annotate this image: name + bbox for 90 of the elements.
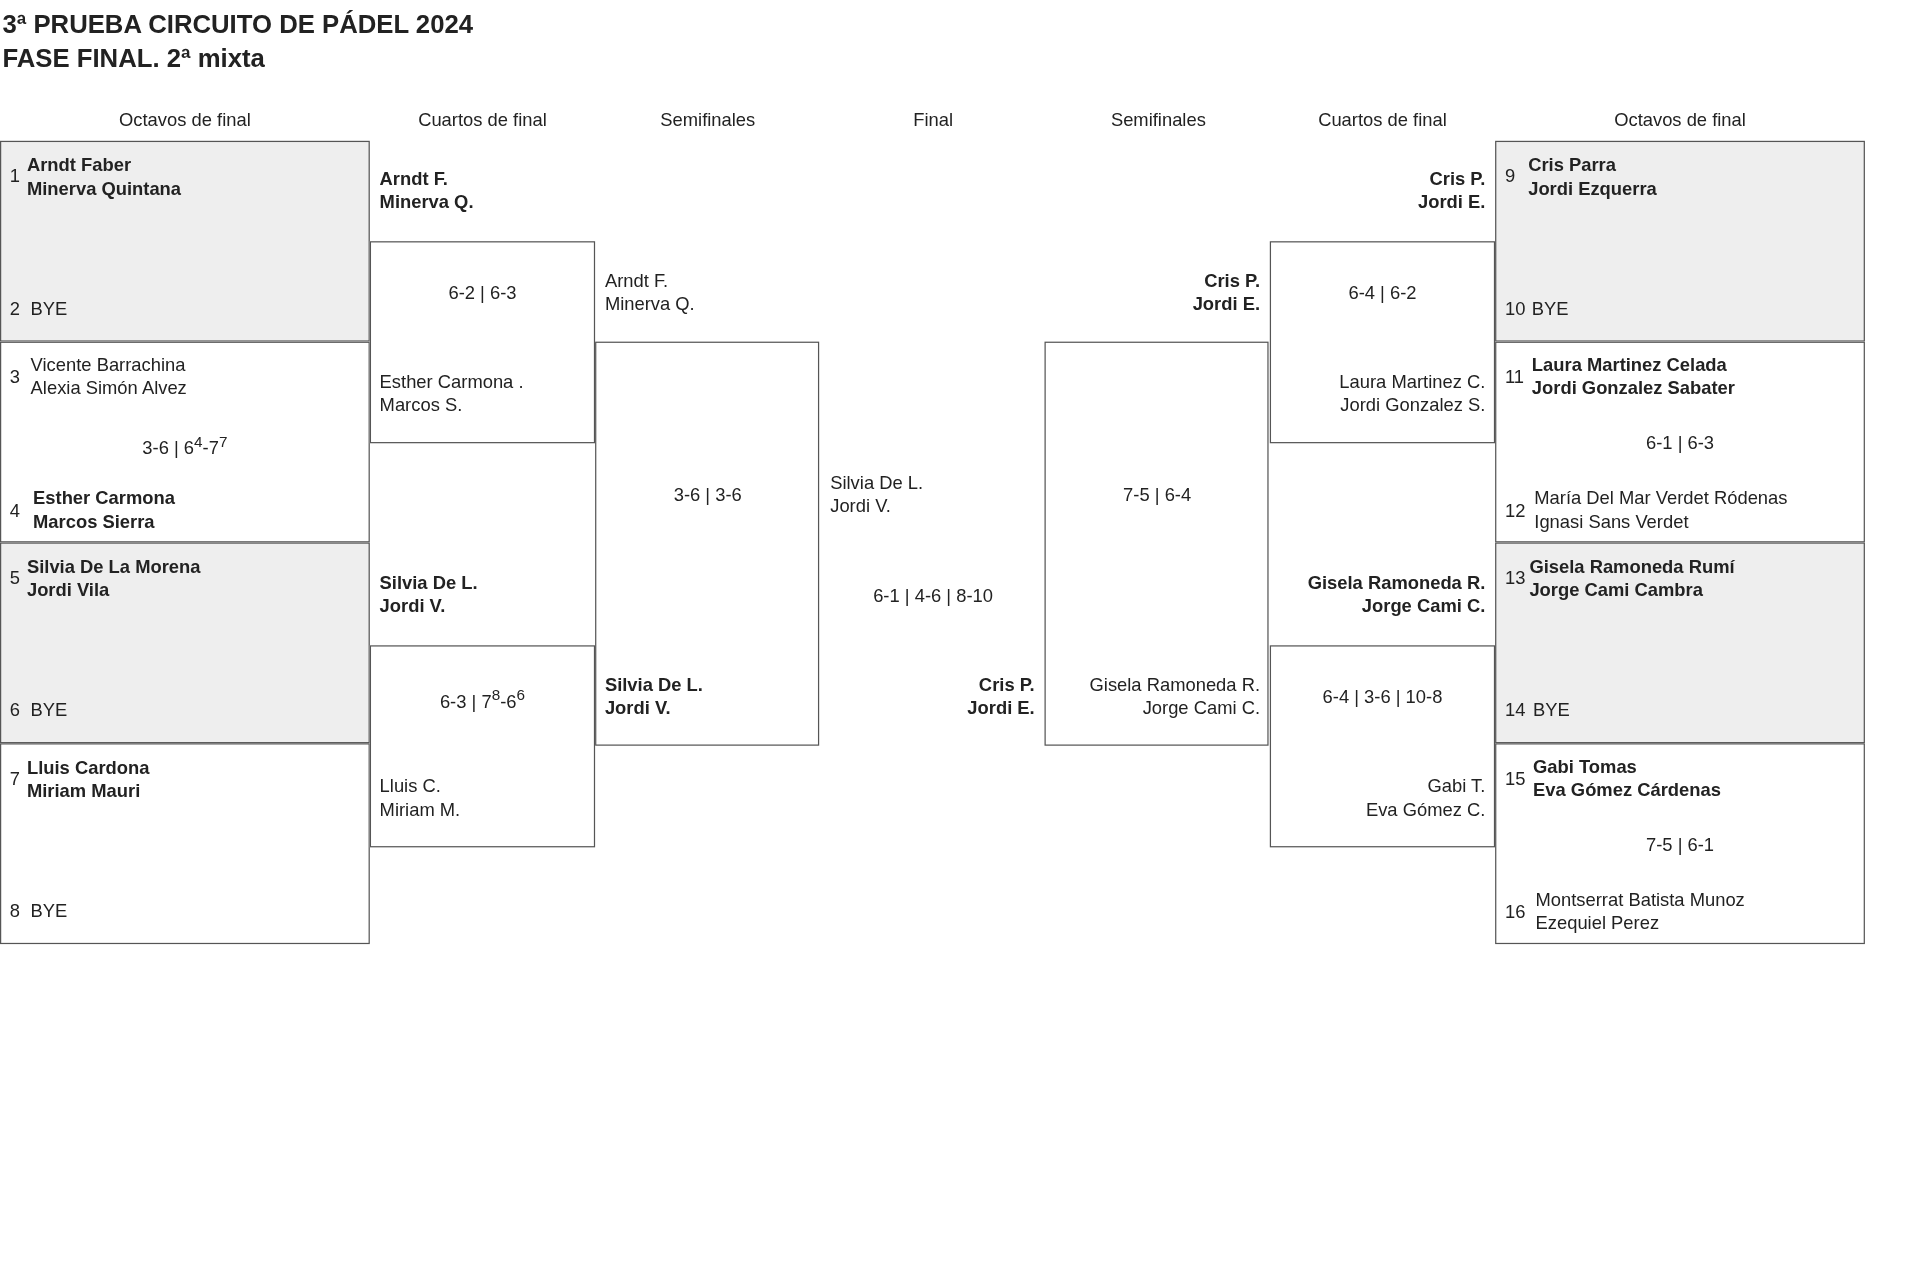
subtitle: FASE FINAL. 2ª mixta	[2, 43, 265, 75]
seed-number: 5	[9, 565, 20, 589]
player-name: Cris P.	[978, 672, 1035, 696]
column-header: Semifinales	[660, 108, 756, 131]
player-name: Marcos Sierra	[33, 509, 155, 533]
player-name: Silvia De L.	[379, 570, 478, 594]
player-name: Jordi E.	[1192, 291, 1260, 315]
player-name: Vicente Barrachina	[30, 352, 186, 376]
player-name: Jordi Ezquerra	[1528, 176, 1657, 200]
seed-number: 14	[1504, 698, 1526, 722]
column-header: Final	[913, 108, 953, 131]
player-name: Silvia De L.	[604, 672, 703, 696]
player-name: Gabi Tomas	[1533, 754, 1637, 778]
player-name: Silvia De La Morena	[26, 554, 201, 578]
seed-number: 3	[9, 365, 20, 389]
player-name: Cris Parra	[1528, 153, 1616, 177]
player-name: Gisela Ramoneda R.	[1089, 672, 1260, 696]
player-name: Ignasi Sans Verdet	[1534, 509, 1689, 533]
seed-number: 7	[9, 766, 20, 790]
column-header: Cuartos de final	[1318, 108, 1447, 131]
player-name: Laura Martinez C.	[1339, 370, 1486, 394]
column-header: Cuartos de final	[418, 108, 547, 131]
bye-label: BYE	[30, 899, 68, 923]
player-name: Gisela Ramoneda Rumí	[1529, 554, 1735, 578]
player-name: Alexia Simón Alvez	[30, 376, 187, 400]
seed-number: 10	[1504, 296, 1526, 320]
match-score: 7-5 | 6-4	[1123, 482, 1192, 506]
player-name: Laura Martinez Celada	[1531, 352, 1727, 376]
player-name: Gisela Ramoneda R.	[1307, 570, 1486, 594]
player-name: Jorge Cami C.	[1142, 695, 1260, 719]
title: 3ª PRUEBA CIRCUITO DE PÁDEL 2024	[2, 8, 474, 40]
match-score: 7-5 | 6-1	[1646, 832, 1715, 856]
player-name: Ezequiel Perez	[1535, 911, 1660, 935]
player-name: Jordi E.	[967, 695, 1035, 719]
player-name: Cris P.	[1429, 166, 1486, 190]
player-name: Jordi E.	[1417, 190, 1486, 214]
seed-number: 9	[1504, 164, 1516, 188]
player-name: Jordi Vila	[26, 578, 110, 602]
seed-number: 16	[1504, 900, 1526, 924]
match-score: 6-1 | 6-3	[1646, 431, 1715, 455]
player-name: Jordi V.	[379, 594, 446, 618]
player-name: Jorge Cami Cambra	[1529, 578, 1703, 602]
player-name: Minerva Q.	[604, 291, 695, 315]
player-name: Cris P.	[1204, 268, 1260, 292]
player-name: Arndt Faber	[26, 153, 132, 177]
player-name: Minerva Q.	[379, 190, 474, 214]
player-name: Esther Carmona .	[379, 370, 524, 394]
player-name: Eva Gómez Cárdenas	[1533, 777, 1721, 801]
seed-number: 2	[9, 296, 20, 320]
seed-number: 15	[1504, 766, 1526, 790]
player-name: Lluis C.	[379, 774, 441, 798]
player-name: Jordi Gonzalez S.	[1340, 393, 1486, 417]
match-score: 6-3 | 7$^{8}$-6$^{6}$	[439, 685, 525, 713]
column-header: Semifinales	[1110, 108, 1206, 131]
player-name: Lluis Cardona	[26, 755, 150, 779]
player-name: Arndt F.	[604, 268, 669, 292]
player-name: Jordi Gonzalez Sabater	[1531, 376, 1735, 400]
player-name: Jordi V.	[830, 493, 891, 517]
bye-label: BYE	[30, 296, 68, 320]
player-name: Eva Gómez C.	[1365, 797, 1486, 821]
seed-number: 6	[9, 698, 20, 722]
player-name: Silvia De L.	[830, 470, 924, 494]
seed-number: 13	[1504, 565, 1526, 589]
seed-number: 11	[1504, 365, 1524, 389]
match-score: 6-4 | 6-2	[1348, 280, 1417, 304]
match-score: 6-4 | 3-6 | 10-8	[1322, 684, 1443, 708]
player-name: Marcos S.	[379, 393, 463, 417]
seed-number: 8	[9, 899, 20, 923]
player-name: Minerva Quintana	[26, 176, 182, 200]
seed-number: 12	[1504, 498, 1526, 522]
column-header: Octavos de final	[119, 108, 251, 131]
seed-number: 4	[9, 498, 20, 522]
bye-label: BYE	[30, 698, 68, 722]
player-name: Miriam Mauri	[26, 779, 141, 803]
player-name: Jorge Cami C.	[1361, 594, 1486, 618]
match-score: 3-6 | 3-6	[673, 482, 742, 506]
player-name: Jordi V.	[604, 695, 671, 719]
match-score: 6-2 | 6-3	[448, 280, 517, 304]
column-header: Octavos de final	[1614, 108, 1746, 131]
match-score: 6-1 | 4-6 | 8-10	[873, 584, 993, 608]
player-name: Arndt F.	[379, 166, 448, 190]
player-name: María Del Mar Verdet Ródenas	[1534, 486, 1788, 510]
bye-label: BYE	[1531, 296, 1569, 320]
match-score: 3-6 | 6$^{4}$-7$^{7}$	[142, 432, 228, 460]
player-name: Gabi T.	[1427, 774, 1486, 798]
player-name: Montserrat Batista Munoz	[1535, 888, 1745, 912]
player-name: Esther Carmona	[33, 486, 175, 510]
seed-number: 1	[9, 164, 20, 188]
player-name: Miriam M.	[379, 797, 461, 821]
bye-label: BYE	[1533, 698, 1570, 722]
